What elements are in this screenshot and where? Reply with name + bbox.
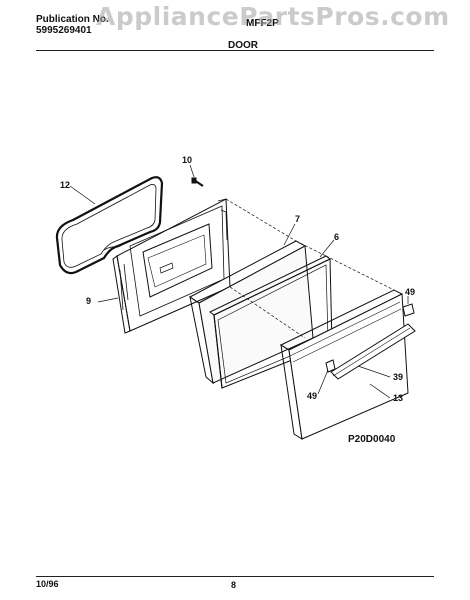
- callout-13: 13: [393, 393, 404, 403]
- callout-9: 9: [86, 296, 92, 306]
- publication-label: Publication No.: [36, 14, 109, 25]
- footer-rule: [36, 576, 434, 577]
- publication-number: 5995269401: [36, 25, 92, 36]
- model-number: MFF2P: [246, 18, 279, 29]
- gasket-part: [55, 176, 164, 275]
- callout-7: 7: [295, 214, 301, 224]
- end-cap-part: [325, 303, 415, 373]
- footer-date: 10/96: [36, 579, 59, 589]
- watermark: AppliancePartsPros.com: [96, 2, 450, 31]
- header-rule: [36, 50, 434, 51]
- callout-10: 10: [182, 155, 193, 165]
- leader-lines: [69, 164, 409, 399]
- callout-6: 6: [334, 232, 340, 242]
- callout-12: 12: [60, 180, 71, 190]
- callout-39: 39: [393, 372, 404, 382]
- footer-page-number: 8: [231, 580, 237, 590]
- drawing-id: P20D0040: [348, 434, 396, 445]
- callout-49-top: 49: [405, 287, 416, 297]
- screw-part: [191, 177, 204, 187]
- insulation-part: [189, 240, 314, 385]
- callout-49-bottom: 49: [307, 391, 318, 401]
- section-title: DOOR: [228, 40, 258, 51]
- handle-part: [330, 323, 416, 380]
- assembly-lines: [225, 198, 395, 339]
